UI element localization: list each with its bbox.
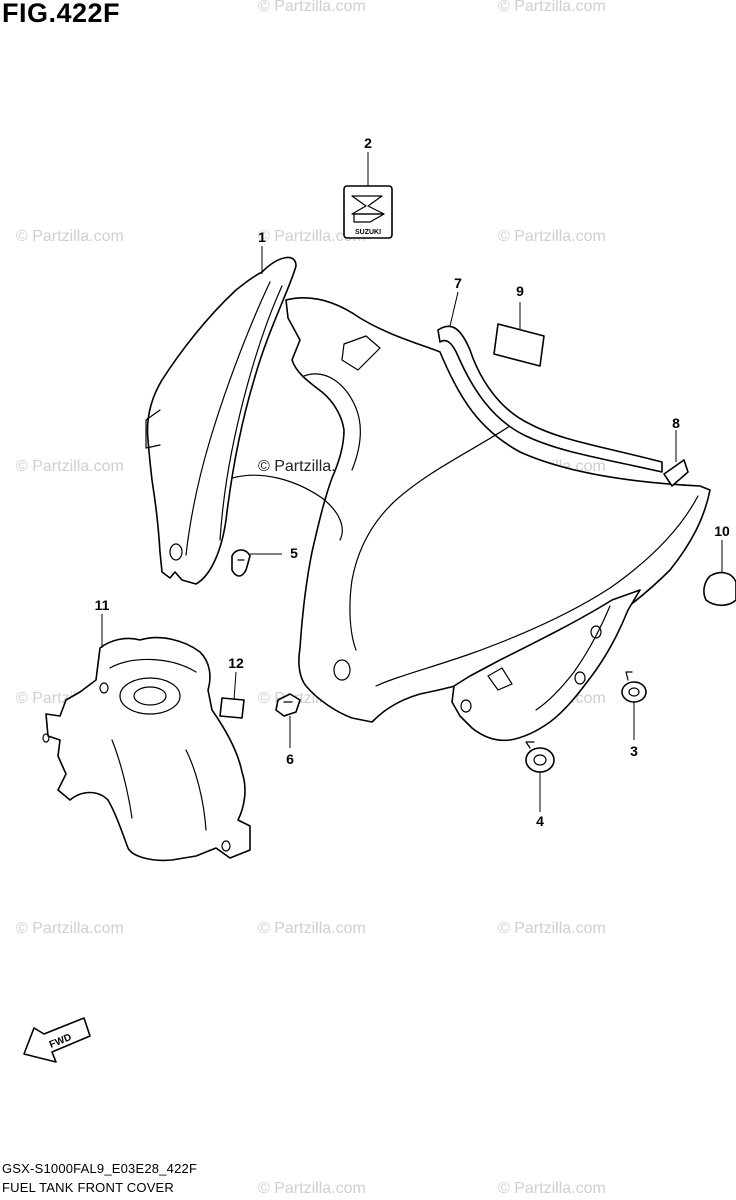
- callout-10: 10: [714, 523, 730, 539]
- left-cover-part: [145, 256, 297, 585]
- watermark: © Partzilla.com: [258, 1180, 366, 1197]
- watermark: © Partzilla.com: [258, 0, 366, 15]
- watermark: © Partzilla.com: [498, 920, 606, 937]
- watermark: © Partzilla.com: [16, 228, 124, 245]
- inner-panel-part: [451, 589, 641, 742]
- watermark: © Partzilla.com: [498, 228, 606, 245]
- emblem-label: SUZUKI: [355, 229, 381, 236]
- callout-4: 4: [536, 813, 544, 829]
- figure-caption: FUEL TANK FRONT COVER: [2, 1180, 175, 1195]
- watermark: © Partzilla.com: [498, 1180, 606, 1197]
- callout-6: 6: [286, 751, 294, 767]
- leader-7: [449, 291, 459, 327]
- callout-1: 1: [258, 229, 266, 245]
- figure-title: FIG.422F: [2, 0, 121, 28]
- inner-cover-part: [42, 636, 251, 862]
- callout-3: 3: [630, 743, 638, 759]
- watermark: © Partzilla.com: [498, 0, 606, 15]
- clip-part: [231, 549, 251, 577]
- bolt-4-part: [525, 741, 555, 773]
- rubber-strip-part: [437, 325, 663, 473]
- watermark: © Partzilla.com: [16, 920, 124, 937]
- callout-7: 7: [454, 275, 462, 291]
- watermark: © Partzilla.com: [16, 458, 124, 475]
- callout-12: 12: [228, 655, 244, 671]
- cap-part: [703, 571, 736, 607]
- callout-5: 5: [290, 545, 298, 561]
- callout-2: 2: [364, 135, 372, 151]
- pad-12-part: [219, 697, 245, 719]
- leader-12: [233, 671, 237, 701]
- small-pad-part: [663, 459, 689, 487]
- rivet-part: [275, 693, 301, 717]
- callout-9: 9: [516, 283, 524, 299]
- model-code: GSX-S1000FAL9_E03E28_422F: [2, 1161, 198, 1176]
- fwd-arrow-icon: FWD: [23, 1017, 91, 1063]
- emblem-part: SUZUKI: [343, 185, 393, 239]
- pad-part: [493, 323, 545, 367]
- bolt-3-part: [621, 671, 647, 703]
- callout-8: 8: [672, 415, 680, 431]
- watermark: © Partzilla.com: [258, 228, 366, 245]
- watermark: © Partzilla.com: [258, 920, 366, 937]
- callout-11: 11: [94, 597, 110, 613]
